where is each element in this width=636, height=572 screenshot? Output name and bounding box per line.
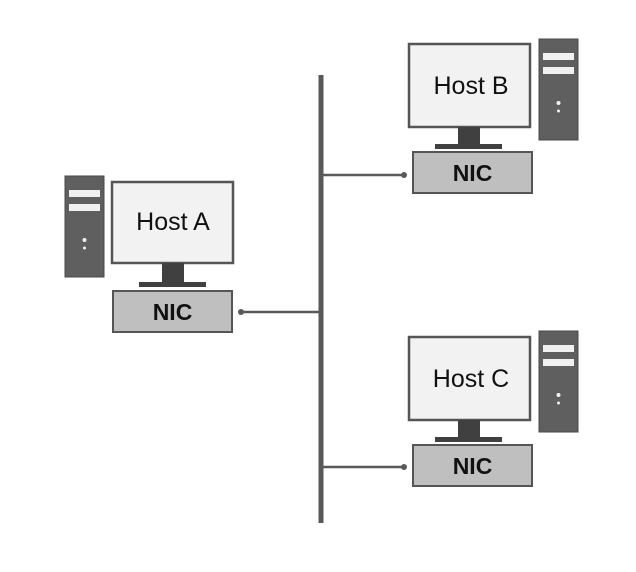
host-b-nic-label: NIC: [453, 160, 493, 186]
monitor-icon: [110, 180, 235, 287]
host-a-label: Host A: [136, 208, 210, 236]
host-c-nic-label: NIC: [453, 453, 493, 479]
host-a-nic-label: NIC: [153, 299, 193, 325]
host-c-label: Host C: [433, 365, 509, 393]
monitor-icon: [407, 335, 532, 442]
link-host-c: [321, 464, 407, 470]
host-b-label: Host B: [433, 72, 508, 100]
host-c: Host C NIC: [407, 330, 579, 487]
host-c-nic: NIC: [412, 444, 533, 487]
link-host-b: [321, 172, 407, 178]
host-a-nic: NIC: [112, 290, 233, 333]
host-b-nic: NIC: [412, 151, 533, 194]
monitor-icon: [407, 42, 532, 149]
tower-icon: [538, 330, 579, 433]
host-b: Host B NIC: [407, 38, 579, 194]
tower-icon: [64, 175, 105, 278]
host-a: Host A NIC: [64, 175, 235, 333]
link-host-a: [238, 309, 321, 315]
tower-icon: [538, 38, 579, 141]
